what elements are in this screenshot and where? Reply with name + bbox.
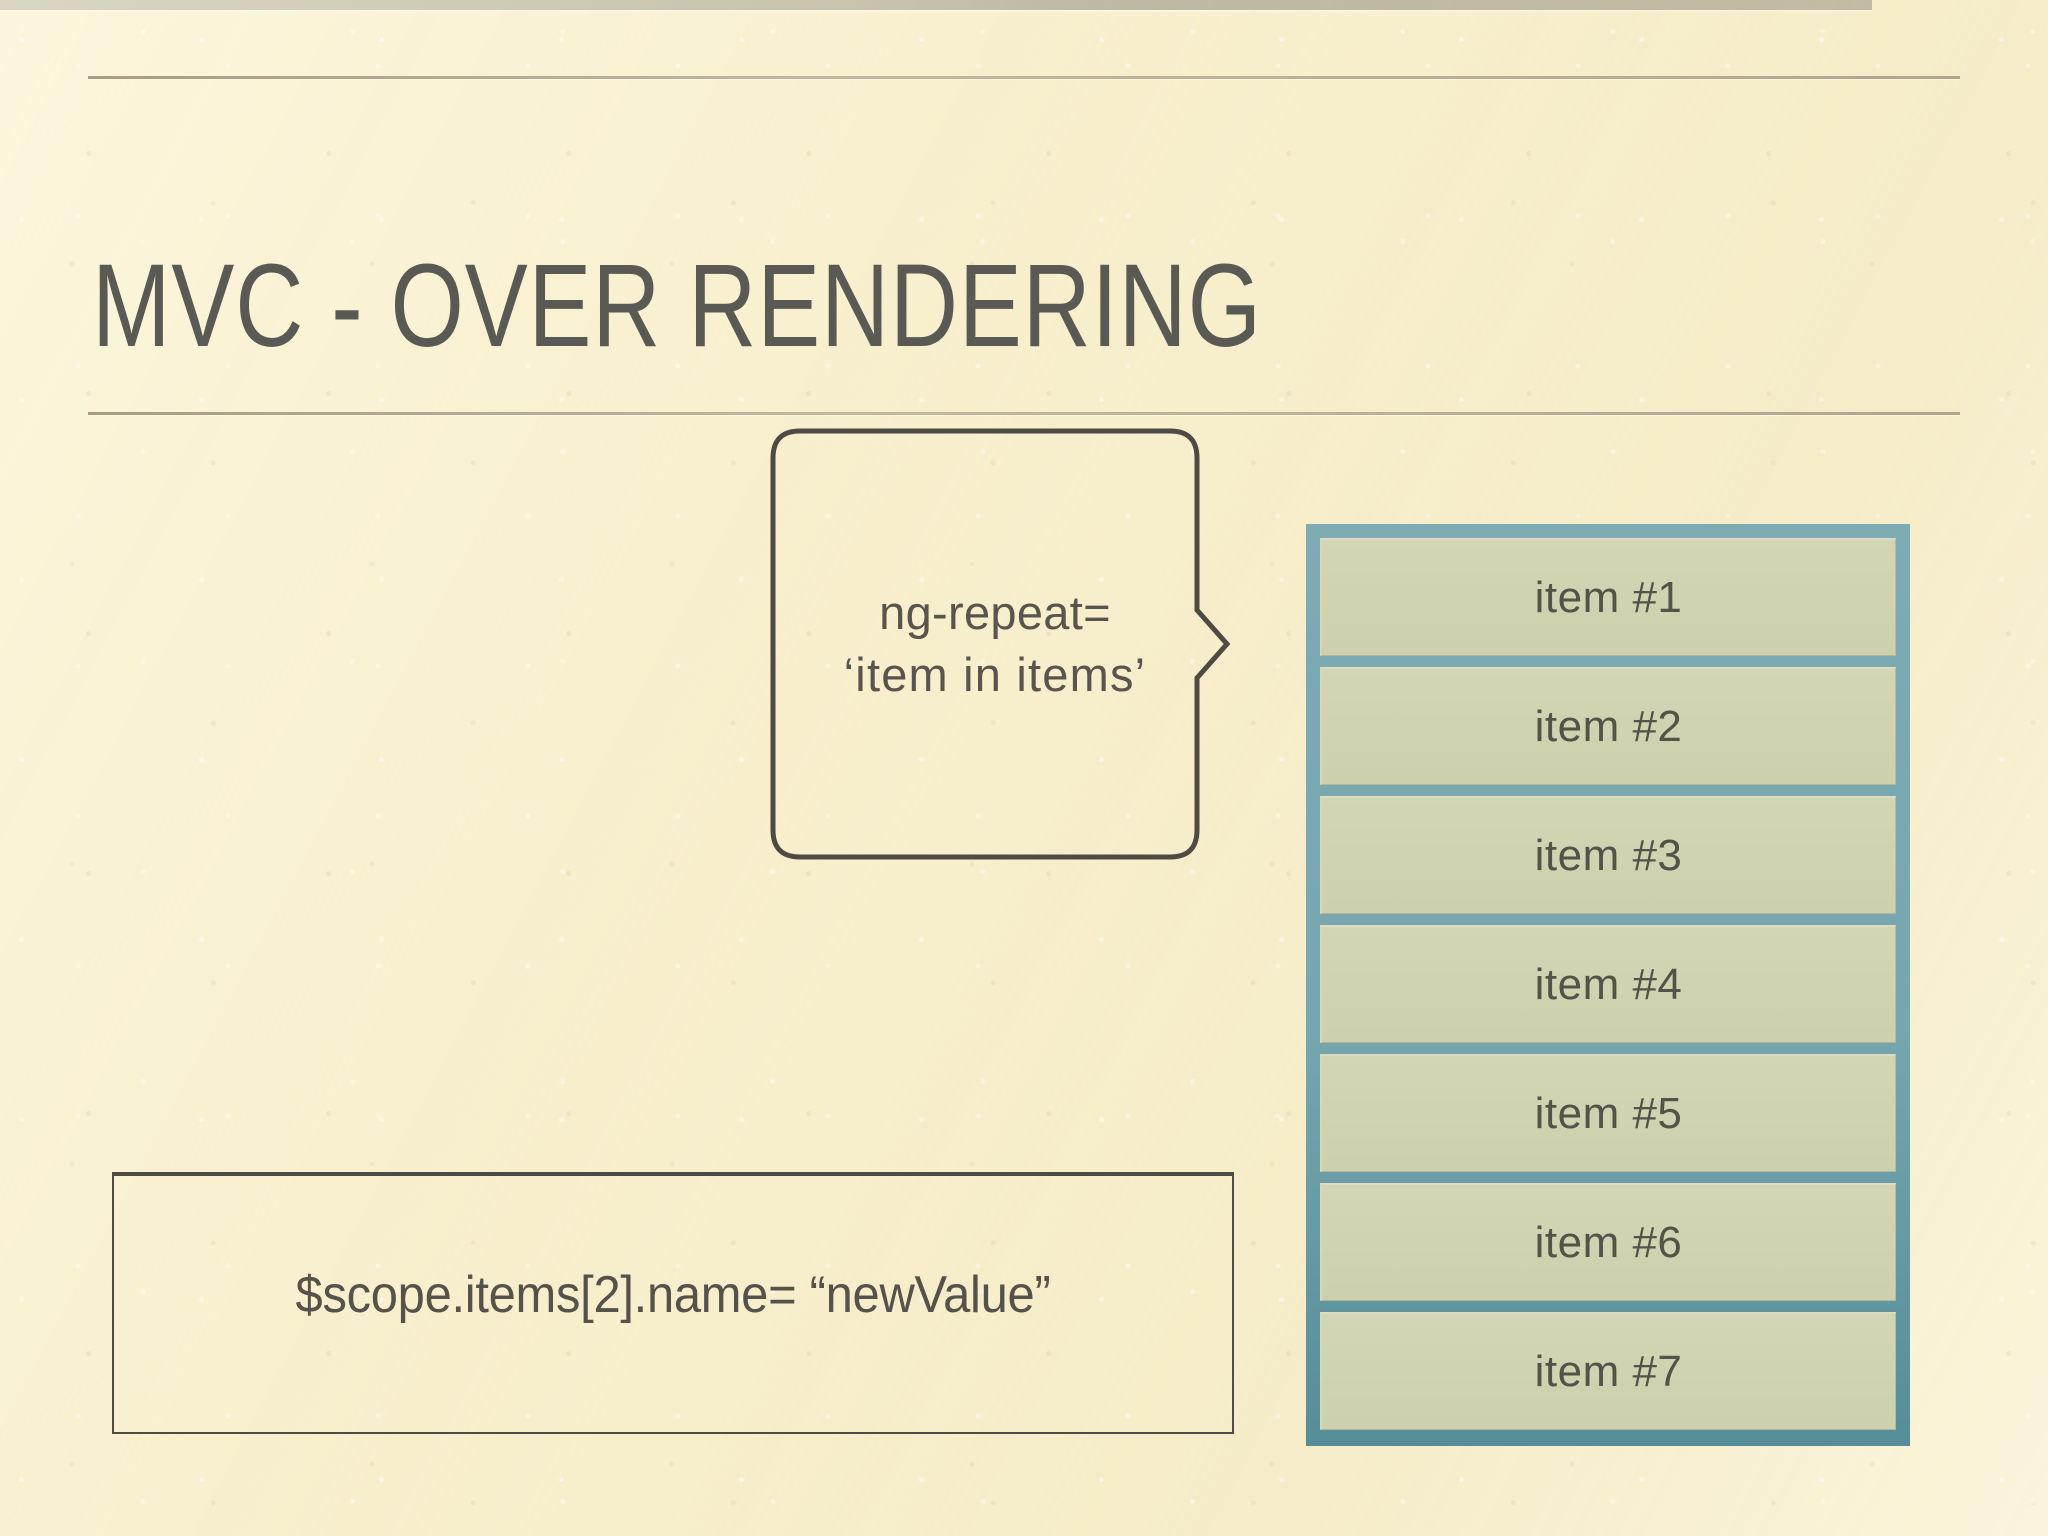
list-item[interactable]: item #5 <box>1320 1054 1896 1172</box>
callout-line-1: ng-repeat= <box>879 586 1111 639</box>
footer-rule <box>0 0 1872 10</box>
callout-line-2: ‘item in items’ <box>843 648 1147 702</box>
header-divider-rule <box>88 76 1960 79</box>
callout-text-block: ng-repeat= ‘item in items’ <box>770 582 1220 706</box>
callout-outline-shape <box>770 428 1231 860</box>
list-item[interactable]: item #6 <box>1320 1183 1896 1301</box>
title-underline-rule <box>88 412 1960 415</box>
list-item[interactable]: item #4 <box>1320 925 1896 1043</box>
list-item[interactable]: item #7 <box>1320 1312 1896 1430</box>
code-box-frame <box>112 1172 1234 1434</box>
code-snippet-text: $scope.items[2].name= “newValue” <box>295 1266 1051 1324</box>
page-title: MVC - OVER RENDERING <box>92 240 1262 373</box>
list-item[interactable]: item #1 <box>1320 538 1896 656</box>
list-item[interactable]: item #3 <box>1320 796 1896 914</box>
callout-bubble: ng-repeat= ‘item in items’ <box>770 428 1231 860</box>
list-item[interactable]: item #2 <box>1320 667 1896 785</box>
rendered-item-list: item #1 item #2 item #3 item #4 item #5 … <box>1306 524 1910 1446</box>
